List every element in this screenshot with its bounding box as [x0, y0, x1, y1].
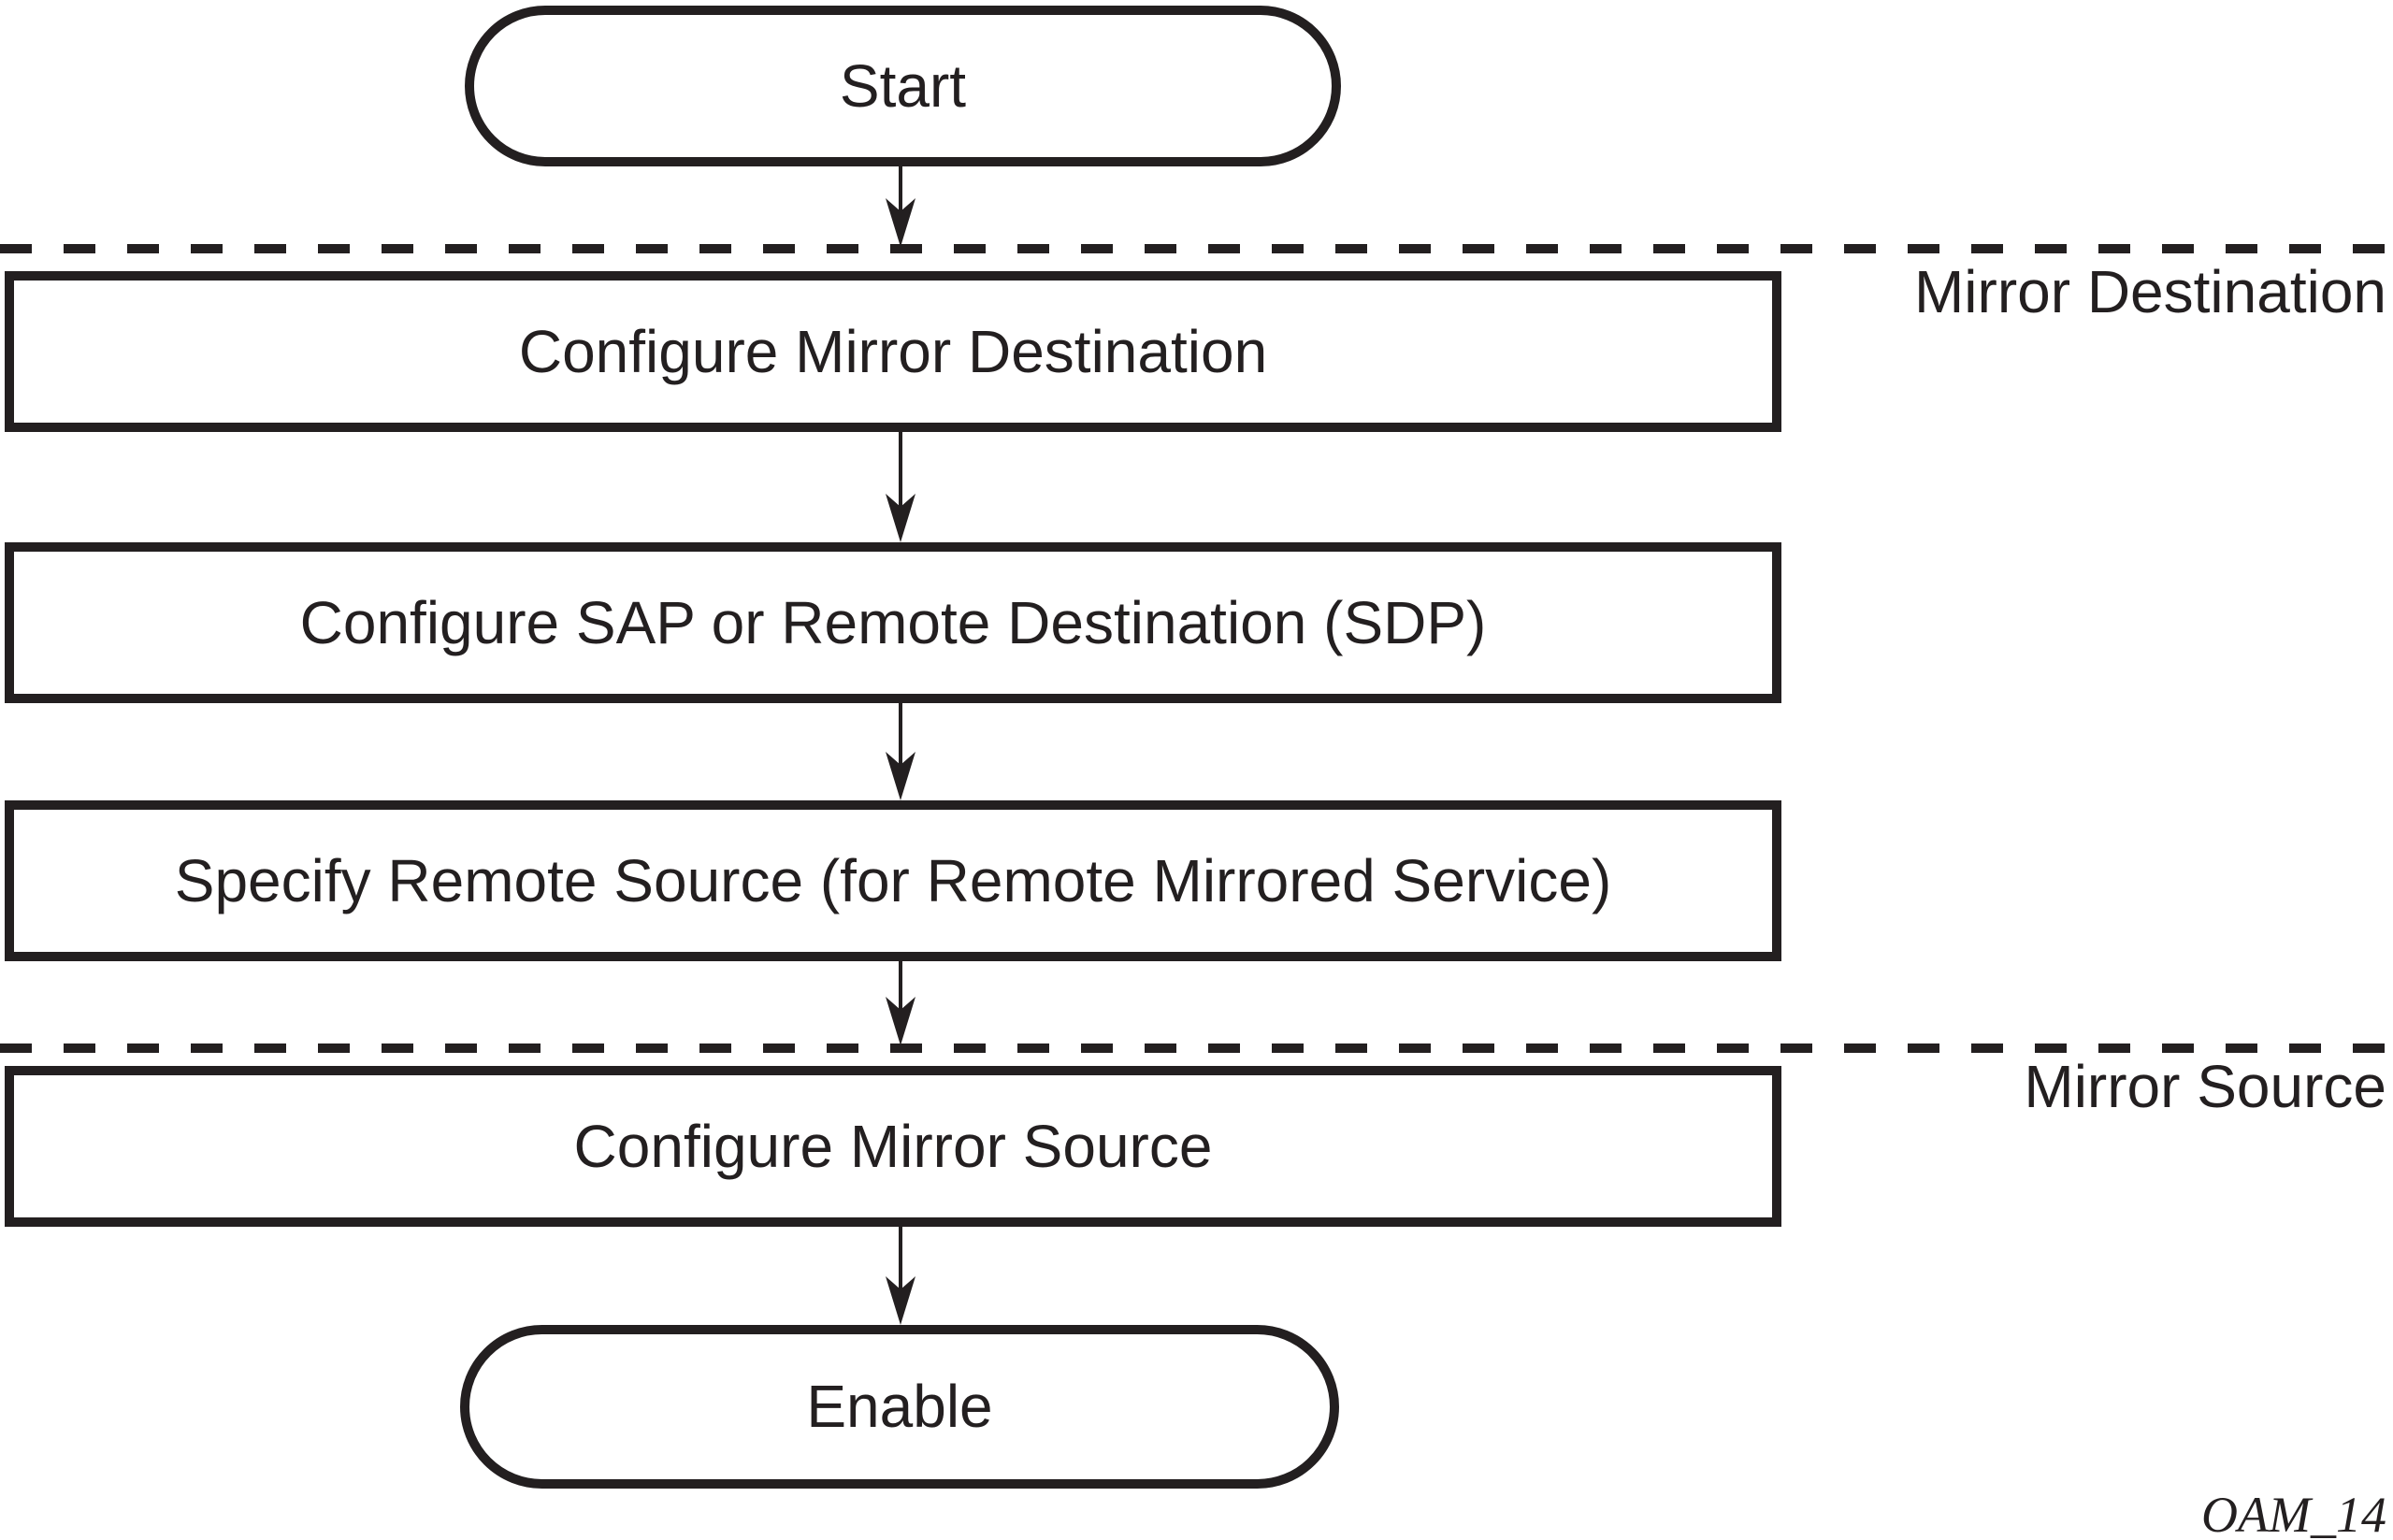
- section-label-mirror-source: Mirror Source: [2024, 1053, 2386, 1120]
- configure-mirror-source-step: Configure Mirror Source: [5, 1066, 1781, 1227]
- start-node: Start: [465, 6, 1341, 166]
- flow-arrow-mirror-source-to-enable: [886, 1227, 915, 1325]
- flow-arrow-sap-to-remote-source: [886, 703, 915, 800]
- flow-arrow-destination-to-sap: [886, 432, 915, 542]
- start-node-label: Start: [839, 51, 967, 120]
- configure-mirror-destination-step: Configure Mirror Destination: [5, 271, 1781, 432]
- configure-mirror-source-label: Configure Mirror Source: [573, 1112, 1213, 1180]
- configure-sap-or-sdp-label: Configure SAP or Remote Destination (SDP…: [299, 588, 1487, 656]
- section-divider-mirror-destination: [0, 244, 2393, 253]
- section-label-mirror-destination: Mirror Destination: [1913, 258, 2386, 325]
- enable-node-label: Enable: [806, 1373, 993, 1441]
- configure-mirror-destination-label: Configure Mirror Destination: [518, 317, 1268, 385]
- specify-remote-source-label: Specify Remote Source (for Remote Mirror…: [174, 846, 1612, 914]
- flow-arrow-remote-source-to-mirror-source: [886, 961, 915, 1045]
- figure-id: OAM_14: [2201, 1487, 2386, 1540]
- specify-remote-source-step: Specify Remote Source (for Remote Mirror…: [5, 800, 1781, 961]
- enable-node: Enable: [460, 1325, 1339, 1489]
- section-divider-mirror-source: [0, 1043, 2393, 1053]
- configure-sap-or-sdp-step: Configure SAP or Remote Destination (SDP…: [5, 542, 1781, 703]
- flow-arrow-start-to-destination: [886, 166, 915, 247]
